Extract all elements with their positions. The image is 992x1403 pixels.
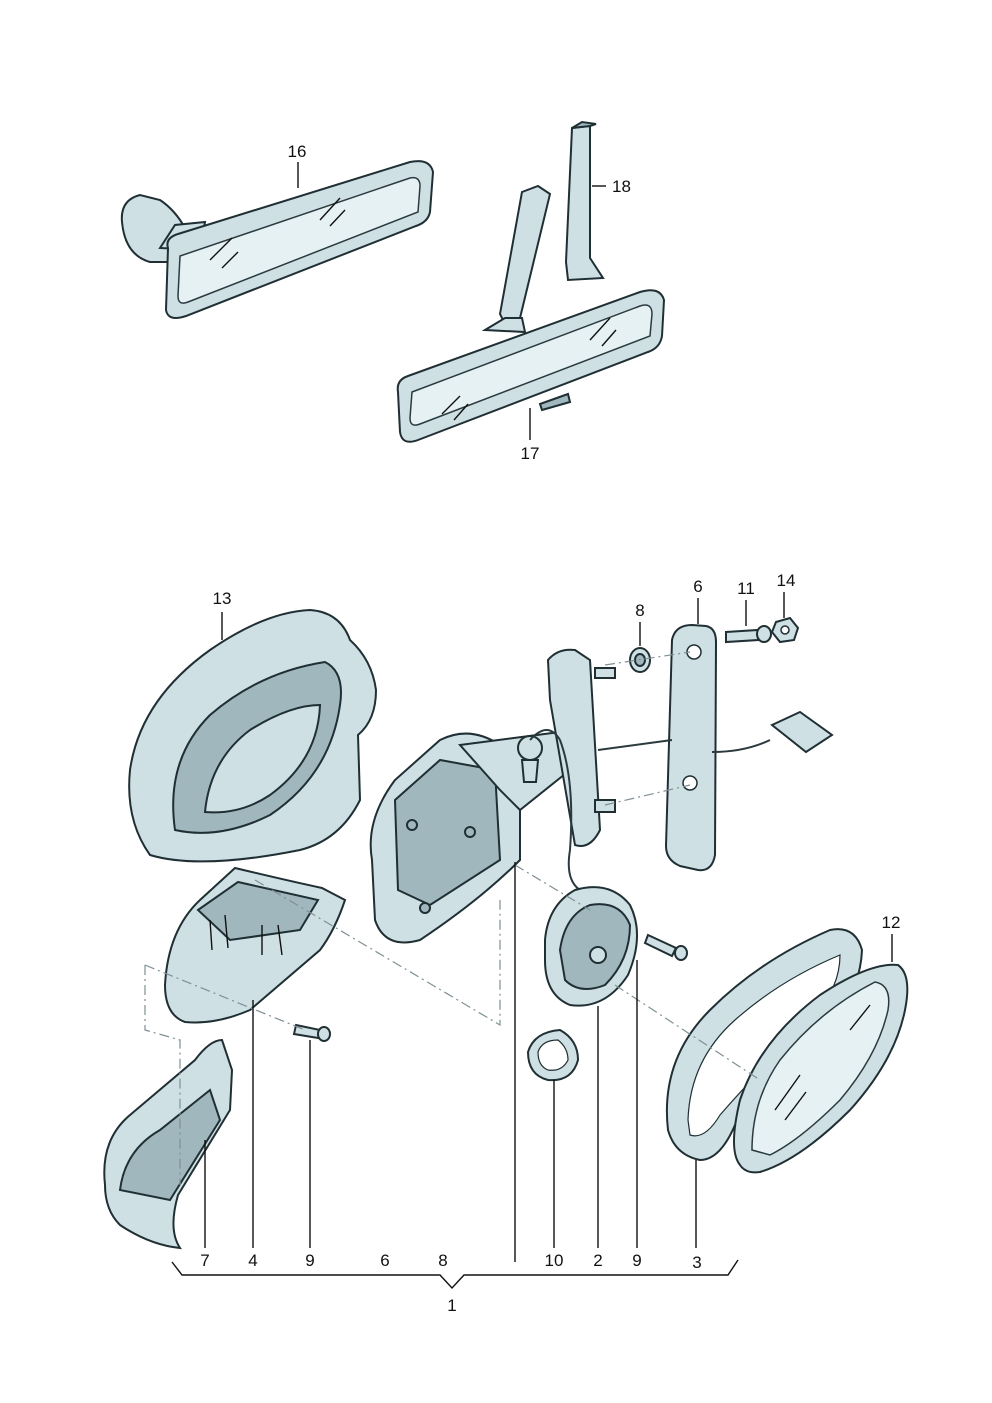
part-4-lower-trim	[163, 866, 347, 1024]
callout-12: 12	[882, 913, 901, 932]
callout-7: 7	[200, 1251, 209, 1270]
callout-8-top: 8	[635, 601, 644, 620]
part-11-bolt	[725, 625, 772, 644]
callout-1: 1	[447, 1296, 456, 1315]
assembly-brace	[171, 1259, 739, 1290]
callout-2: 2	[593, 1251, 602, 1270]
part-18-bracket	[564, 120, 605, 282]
part-13-housing-cap	[128, 608, 378, 863]
callout-18: 18	[612, 177, 631, 196]
part-2-adjust-motor	[544, 886, 639, 1007]
callout-17: 17	[521, 444, 540, 463]
part-1-mirror-base	[369, 648, 616, 944]
part-14-nut	[770, 616, 800, 644]
part-16-interior-mirror	[120, 160, 435, 319]
part-6-gasket	[664, 623, 718, 872]
callout-9-left: 9	[305, 1251, 314, 1270]
callout-4: 4	[248, 1251, 257, 1270]
leader-lines	[204, 162, 893, 1262]
callout-16: 16	[288, 142, 307, 161]
part-3-glass-holder	[665, 928, 864, 1162]
callout-8-bottom: 8	[438, 1251, 447, 1270]
callout-11: 11	[737, 579, 755, 598]
callout-10: 10	[545, 1251, 564, 1270]
callout-9-right: 9	[632, 1251, 641, 1270]
callout-14: 14	[777, 571, 796, 590]
wiring-harness	[529, 710, 834, 891]
callout-6-bottom: 6	[380, 1251, 389, 1270]
callout-6-top: 6	[693, 577, 702, 596]
part-17-interior-mirror	[396, 184, 666, 443]
assembly-lines	[144, 651, 761, 1185]
part-7-lamp-trim	[103, 1038, 234, 1250]
callout-13: 13	[213, 589, 232, 608]
callout-3: 3	[692, 1253, 701, 1272]
part-10-seal	[526, 1028, 580, 1082]
part-12-mirror-glass	[733, 963, 909, 1174]
